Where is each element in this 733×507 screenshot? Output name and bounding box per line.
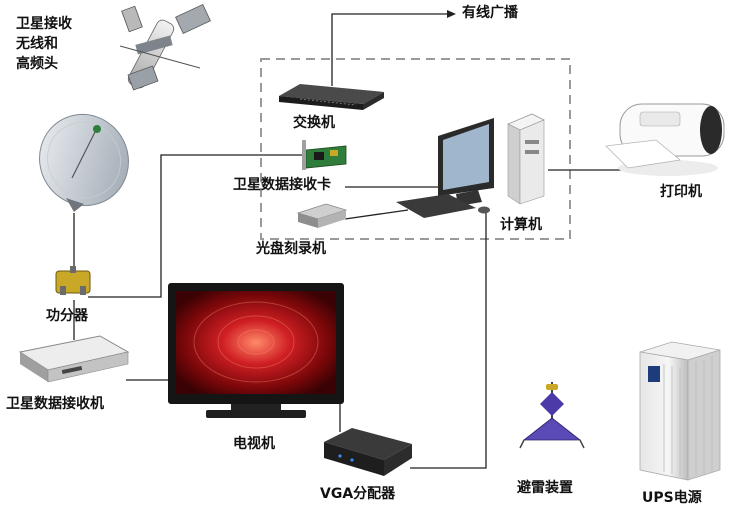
label-computer: 计算机 [500,217,542,233]
label-printer: 打印机 [660,184,702,200]
line-splitter-card [88,154,302,298]
network-zone-frame [260,58,571,240]
ups-cabinet-icon [639,341,721,481]
printer-icon [605,103,725,176]
arrow-head-broadcast [447,10,456,18]
label-vga-splitter: VGA分配器 [320,486,396,502]
label-splitter: 功分器 [46,308,88,324]
satellite-dish-icon [39,113,129,212]
label-tv: 电视机 [233,436,275,452]
line-switch-broadcast [331,13,450,86]
satellite-receiver-icon [18,335,130,383]
label-switch: 交换机 [293,115,335,131]
label-lightning-arrester: 避雷装置 [517,480,573,496]
label-receiver: 卫星数据接收机 [6,396,104,412]
label-disc-burner: 光盘刻录机 [256,241,326,257]
label-capture-card: 卫星数据接收卡 [233,177,331,193]
label-ups: UPS电源 [642,490,702,506]
line-vga-computer [410,212,487,469]
label-satellite-source: 卫星接收 无线和 高频头 [16,16,72,72]
connection-lines [73,13,645,469]
capture-card-icon [302,140,347,170]
vga-splitter-icon [324,428,412,476]
line-burner-computer [344,209,409,220]
computer-icon [396,113,545,218]
splitter-icon [55,266,91,295]
network-switch-icon [279,84,384,110]
label-wired-broadcast: 有线广播 [462,5,518,21]
television-icon [168,283,344,418]
satellite-icon [119,3,211,91]
disc-burner-icon [296,203,348,228]
lightning-arrester-icon [519,382,585,449]
